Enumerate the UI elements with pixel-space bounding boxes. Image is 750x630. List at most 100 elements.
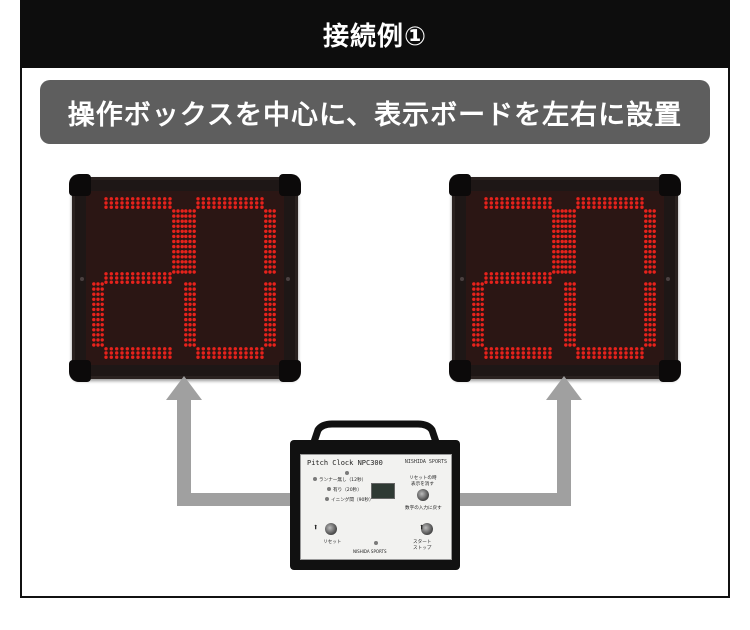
reset-button[interactable] [325, 523, 337, 535]
led-dot [268, 292, 272, 296]
led-dot [516, 276, 520, 280]
led-dot [644, 287, 648, 291]
led-dot [104, 272, 108, 276]
led-dot [505, 347, 509, 351]
led-dot [543, 276, 547, 280]
led-dot [152, 272, 156, 276]
led-dot [104, 201, 108, 205]
led-dot [613, 347, 617, 351]
led-dot [572, 265, 576, 269]
led-dot [648, 317, 652, 322]
led-dot [92, 328, 96, 332]
led-dot [624, 205, 628, 209]
led-dot [568, 255, 572, 259]
led-dot [268, 209, 272, 213]
led-dot [147, 272, 151, 276]
led-dot [272, 255, 276, 259]
led-dot [188, 282, 192, 286]
led-dot [556, 214, 560, 218]
led-dot [147, 276, 151, 280]
led-dot [652, 239, 656, 244]
led-dot [480, 297, 484, 301]
led-dot [141, 197, 145, 201]
led-dot [564, 333, 568, 337]
led-dot [568, 333, 572, 337]
led-dot [260, 351, 264, 355]
led-dot [141, 201, 145, 205]
led-dot [125, 347, 129, 351]
led-dot [572, 270, 576, 274]
led-dot [172, 239, 176, 244]
led-dot [652, 312, 656, 317]
led-dot [564, 328, 568, 332]
led-dot [603, 351, 607, 355]
led-dot [268, 239, 272, 244]
mode-label-runner-none: ランナー無し（12秒） [319, 478, 367, 483]
led-dot [484, 351, 488, 355]
led-dot [652, 287, 656, 291]
display-board-left [69, 174, 301, 382]
mode-knob[interactable] [417, 489, 429, 501]
led-dot [556, 255, 560, 259]
led-dot [564, 312, 568, 317]
led-dot [268, 219, 272, 223]
led-dot [576, 201, 580, 205]
led-dot [608, 347, 612, 351]
led-dot [96, 282, 100, 286]
led-dot [264, 323, 268, 327]
led-dot [568, 338, 572, 342]
led-dot [516, 201, 520, 205]
led-dot [489, 355, 493, 359]
led-dot [568, 250, 572, 254]
led-dot [644, 302, 648, 306]
led-dot [476, 287, 480, 291]
led-dot [180, 214, 184, 218]
led-dot [184, 234, 188, 239]
led-dot [188, 302, 192, 306]
led-dot [548, 280, 552, 284]
led-dot [556, 209, 560, 213]
led-dot [92, 343, 96, 347]
led-dot [163, 280, 167, 284]
led-dot [192, 260, 196, 264]
led-dot [196, 201, 200, 205]
led-dot [157, 272, 161, 276]
led-dot [188, 297, 192, 301]
led-dot [268, 317, 272, 322]
led-dot [272, 244, 276, 249]
led-dot [184, 323, 188, 327]
led-dot [552, 244, 556, 249]
led-dot [635, 347, 639, 351]
led-dot [644, 338, 648, 342]
led-dot [268, 270, 272, 274]
led-dot [564, 338, 568, 342]
led-dot [572, 287, 576, 291]
led-dot [527, 280, 531, 284]
led-dot [568, 219, 572, 223]
led-dot [268, 302, 272, 306]
led-dot [564, 292, 568, 296]
led-dot [239, 201, 243, 205]
led-dot [472, 333, 476, 337]
led-dot [272, 270, 276, 274]
led-dot [115, 280, 119, 284]
led-dot [92, 307, 96, 312]
led-dot [644, 209, 648, 213]
start-stop-button[interactable] [421, 523, 433, 535]
led-dot [212, 197, 216, 201]
led-dot [613, 201, 617, 205]
led-dot [543, 351, 547, 355]
led-dot [521, 347, 525, 351]
arrow-up-icon: ⬆ [419, 523, 425, 533]
led-dot [157, 351, 161, 355]
led-dot [556, 229, 560, 233]
led-dot [141, 205, 145, 209]
led-dot [196, 351, 200, 355]
led-dot [268, 234, 272, 239]
led-dot [505, 276, 509, 280]
led-dot [521, 201, 525, 205]
led-dot [192, 338, 196, 342]
led-dot [511, 276, 515, 280]
led-dot [192, 323, 196, 327]
led-dot [192, 307, 196, 312]
